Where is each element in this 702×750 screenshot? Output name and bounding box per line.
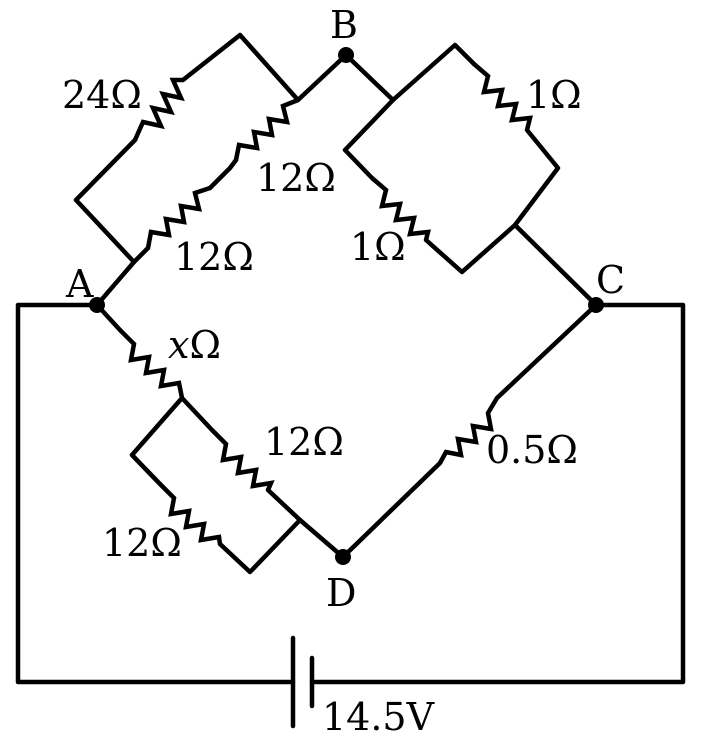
branch-b-c (342, 42, 599, 308)
label-12ohm-right-ad: 12Ω (264, 420, 344, 464)
node-a-dot (89, 297, 105, 313)
label-x-var: x (168, 323, 189, 367)
wire-1ohm-lower-left (342, 97, 396, 181)
resistor-1ohm-lower (370, 176, 431, 241)
resistor-12ohm-left-ad (158, 482, 223, 545)
wire-12-left-in (129, 395, 185, 487)
wire-1ohm-upper-left (390, 42, 477, 103)
label-x-unit: Ω (189, 323, 221, 367)
resistor-x-ohm (118, 328, 185, 399)
wire-24-upper (180, 32, 301, 103)
node-c-dot (588, 297, 604, 313)
label-12ohm-left-ad: 12Ω (102, 521, 182, 565)
label-1ohm-lower: 1Ω (350, 225, 406, 269)
node-b-label: B (330, 3, 358, 47)
wire-12-right-out (265, 487, 303, 523)
battery-label: 14.5V (322, 695, 435, 739)
wire-d-05ohm (340, 460, 443, 560)
resistor-24ohm (132, 77, 185, 141)
wire-1ohm-upper-right (512, 127, 561, 228)
wire-between-12s (207, 165, 233, 191)
label-x-ohm: xΩ (168, 323, 221, 367)
wire-right-loop (309, 302, 686, 685)
node-c-label: C (596, 258, 625, 302)
branch-a-d (94, 302, 346, 575)
node-d-label: D (326, 571, 356, 615)
wire-24-lower (73, 137, 138, 265)
wire-junction-b (295, 52, 349, 103)
wire-12-right-in (179, 395, 215, 433)
label-12ohm-upper-ab: 12Ω (256, 156, 336, 200)
branch-a-b (73, 32, 349, 308)
resistor-12ohm-right-ad (210, 428, 275, 491)
resistor-12ohm-lower-ab (132, 185, 211, 264)
wire-a-split (94, 259, 137, 308)
node-a-label: A (65, 262, 94, 306)
outer-loop (15, 302, 686, 729)
resistor-12ohm-upper-ab (228, 97, 299, 170)
label-12ohm-lower-ab: 12Ω (174, 235, 254, 279)
node-d-dot (335, 549, 351, 565)
wire-to-d (297, 517, 346, 560)
branch-d-c (340, 302, 599, 560)
resistor-0.5ohm (438, 396, 499, 465)
node-b-dot (338, 47, 354, 63)
wire-left-loop (15, 302, 296, 685)
label-0.5ohm: 0.5Ω (486, 428, 578, 472)
label-24ohm: 24Ω (62, 73, 142, 117)
label-1ohm-upper: 1Ω (526, 73, 582, 117)
wire-05ohm-c (494, 302, 599, 401)
wire-1ohm-lower-right (423, 222, 518, 275)
wire-12-left-out (217, 517, 303, 575)
wire-junction-c (512, 222, 599, 308)
resistor-1ohm-upper (472, 62, 533, 131)
wire-b-split (343, 52, 396, 103)
